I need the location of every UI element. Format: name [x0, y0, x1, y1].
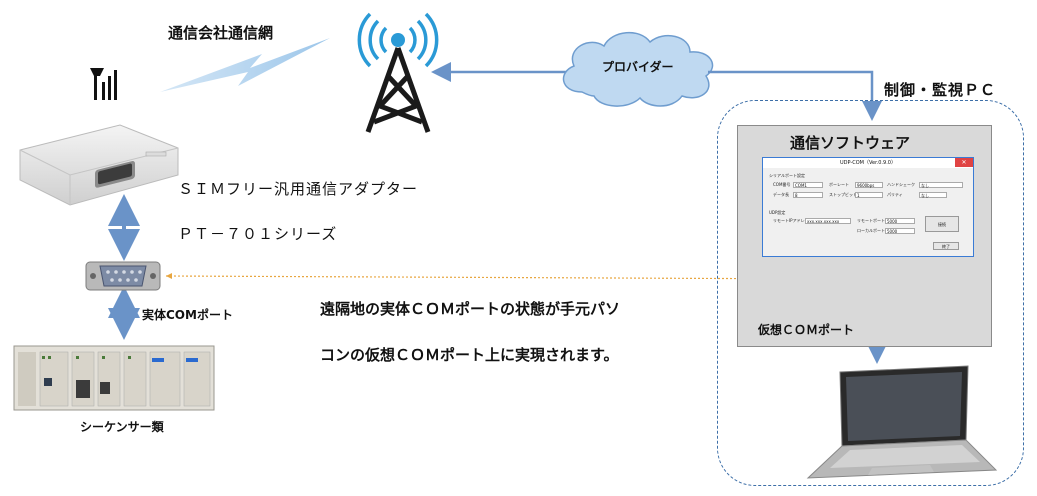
- close-icon[interactable]: ✕: [955, 158, 973, 167]
- exit-button[interactable]: 終了: [933, 242, 959, 250]
- databits-label: データ長: [773, 192, 789, 197]
- stopbits-select[interactable]: 1: [855, 192, 883, 198]
- carrier-network-label: 通信会社通信網: [168, 24, 274, 42]
- baud-label: ボーレート: [829, 182, 849, 187]
- handshake-select[interactable]: なし: [919, 182, 963, 188]
- udp-com-titlebar: UDP-COM（Ver.0.9.0）: [763, 158, 973, 168]
- udp-group-label: UDP設定: [769, 210, 786, 215]
- adapter-device-image: [19, 124, 179, 206]
- local-port-label: ローカルポート: [857, 228, 885, 233]
- local-port-input[interactable]: 5000: [885, 228, 915, 234]
- databits-select[interactable]: 8: [793, 192, 823, 198]
- virtual-port-label: 仮想ＣＯＭポート: [758, 323, 855, 337]
- virtual-link-dotted-line: [165, 275, 835, 280]
- physical-port-label: 実体COMポート: [142, 308, 233, 322]
- remote-ip-label: リモートIPアドレス: [773, 218, 809, 223]
- udp-com-window: UDP-COM（Ver.0.9.0） ✕ シリアルポート設定 COM番号 COM…: [762, 157, 974, 257]
- description-line-2: コンの仮想ＣＯＭポート上に実現されます。: [320, 346, 619, 364]
- laptop-icon: [806, 365, 998, 479]
- provider-cloud-icon: [562, 32, 714, 107]
- product-series: ＰＴ－７０１シリーズ: [178, 225, 338, 243]
- stopbits-label: ストップビット: [829, 192, 857, 197]
- handshake-label: ハンドシェーク: [887, 182, 915, 187]
- provider-to-pc-arrow: [708, 70, 882, 121]
- baud-select[interactable]: 9600bps: [855, 182, 883, 188]
- radio-tower-icon: [357, 12, 439, 133]
- com-label: COM番号: [773, 182, 791, 187]
- com-select[interactable]: COM1: [793, 182, 823, 188]
- software-panel-title: 通信ソフトウェア: [790, 134, 911, 152]
- product-name: ＳＩＭフリー汎用通信アダプター: [178, 180, 419, 198]
- description-line-1: 遠隔地の実体ＣＯＭポートの状態が手元パソ: [320, 300, 621, 318]
- remote-ip-input[interactable]: xxx.xxx.xxx.xxx: [805, 218, 851, 224]
- plc-label: シーケンサー類: [80, 420, 164, 434]
- provider-label: プロバイダー: [602, 60, 674, 74]
- remote-port-input[interactable]: 5000: [885, 218, 915, 224]
- parity-label: パリティ: [887, 192, 903, 197]
- wireless-link-icon: [160, 38, 330, 92]
- connect-button[interactable]: 接続: [925, 216, 959, 232]
- physical-com-port-icon: [85, 261, 161, 291]
- control-pc-label: 制御・監視ＰＣ: [884, 81, 997, 99]
- serial-group-label: シリアルポート設定: [769, 173, 805, 178]
- udp-com-title: UDP-COM（Ver.0.9.0）: [840, 160, 896, 166]
- remote-port-label: リモートポート: [857, 218, 885, 223]
- plc-rack-image: [13, 345, 215, 411]
- control-pc-region: [717, 100, 1024, 486]
- parity-select[interactable]: なし: [919, 192, 947, 198]
- antenna-logo-icon: [84, 62, 130, 108]
